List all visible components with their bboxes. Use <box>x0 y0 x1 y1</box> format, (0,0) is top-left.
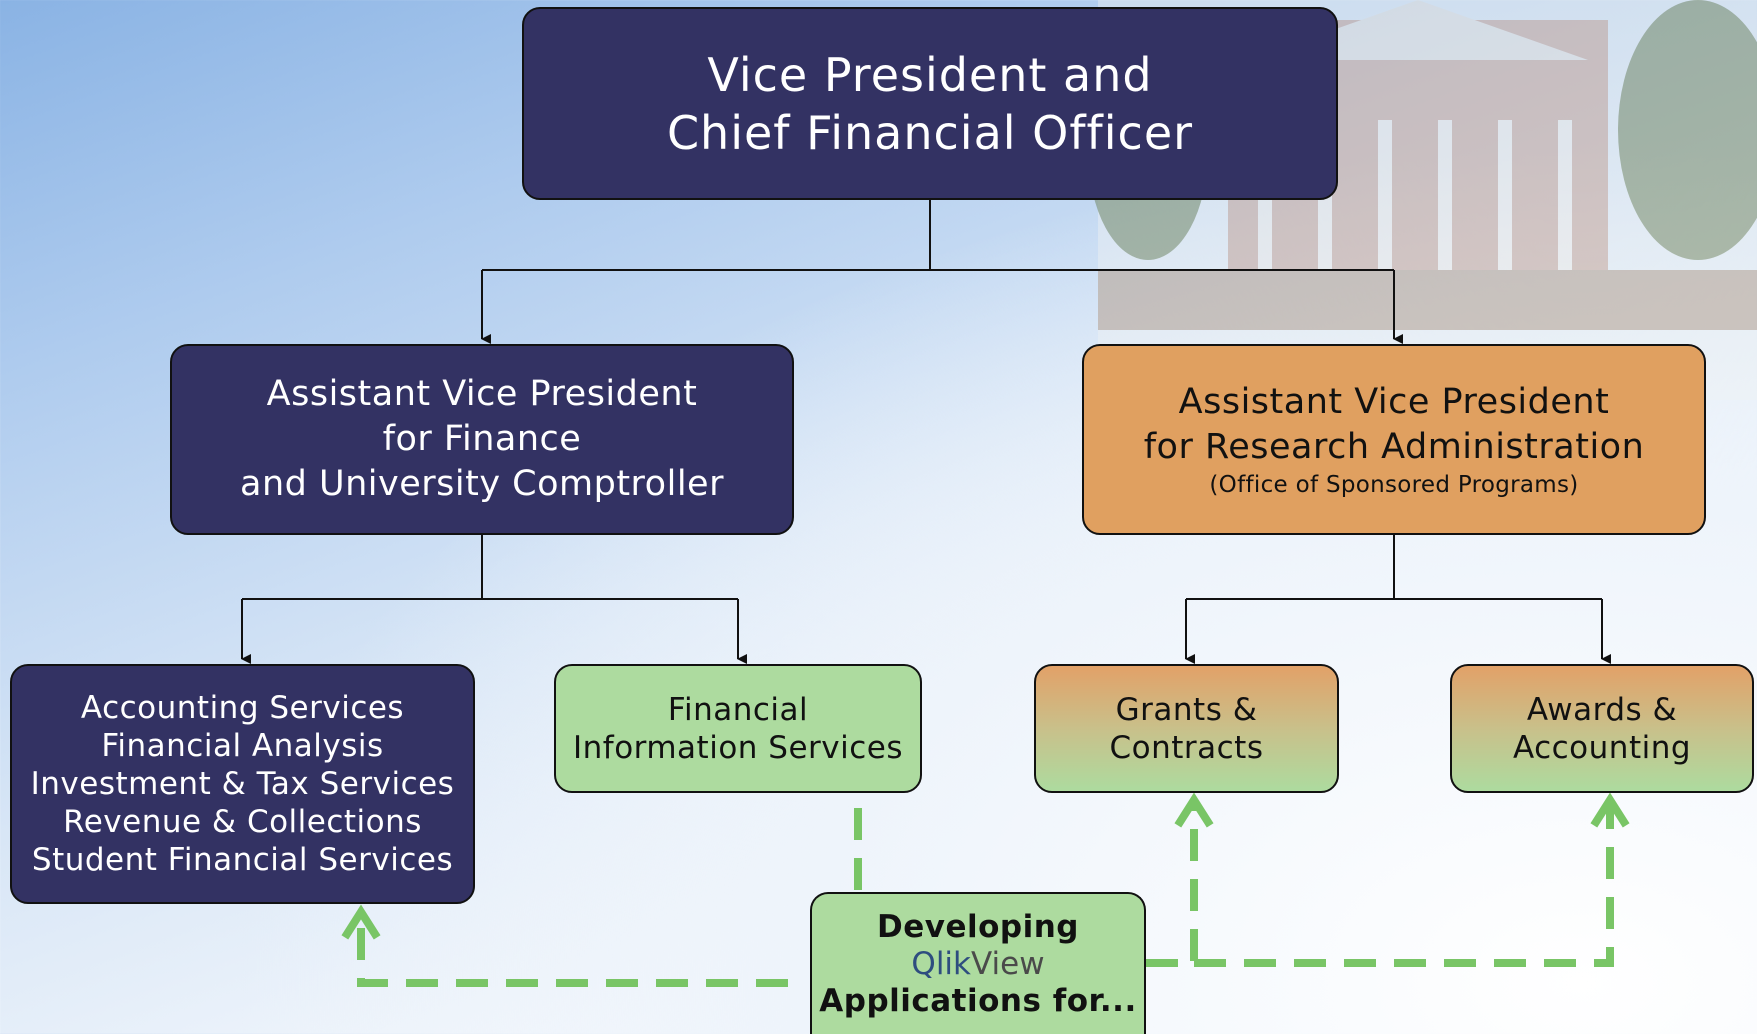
avp-research-box: Assistant Vice President for Research Ad… <box>1082 344 1706 535</box>
vp-cfo-line1: Vice President and <box>707 47 1153 102</box>
view-text: View <box>971 945 1045 982</box>
fis-line1: Financial <box>667 691 809 728</box>
developing-qlikview-box: Developing QlikView Applications for... <box>810 892 1146 1034</box>
accounting-item: Accounting Services <box>80 690 405 726</box>
avp-research-line1: Assistant Vice President <box>1178 381 1610 422</box>
grants-line1: Grants & <box>1115 691 1258 728</box>
grants-line2: Contracts <box>1109 729 1264 766</box>
accounting-item: Financial Analysis <box>101 728 384 764</box>
avp-research-line3: (Office of Sponsored Programs) <box>1209 471 1579 498</box>
grants-contracts-box: Grants & Contracts <box>1034 664 1339 793</box>
fis-line2: Information Services <box>572 729 904 766</box>
accounting-item: Investment & Tax Services <box>30 766 455 802</box>
awards-accounting-box: Awards & Accounting <box>1450 664 1754 793</box>
developing-line1: Developing <box>877 908 1079 945</box>
avp-finance-box: Assistant Vice President for Finance and… <box>170 344 794 535</box>
vp-cfo-box: Vice President and Chief Financial Offic… <box>522 7 1338 200</box>
developing-line3: Applications for... <box>819 982 1137 1019</box>
dashed-arrowheads <box>341 792 1630 940</box>
awards-line1: Awards & <box>1526 691 1678 728</box>
qlikview-logo-text: QlikView <box>911 946 1044 983</box>
avp-finance-line1: Assistant Vice President <box>266 374 698 414</box>
vp-cfo-line2: Chief Financial Officer <box>666 105 1194 160</box>
financial-information-services-box: Financial Information Services <box>554 664 922 793</box>
avp-finance-line3: and University Comptroller <box>240 464 724 504</box>
dashed-arrows <box>357 805 1614 987</box>
awards-line2: Accounting <box>1512 729 1692 766</box>
accounting-item: Student Financial Services <box>31 842 454 878</box>
org-lines <box>241 200 1611 664</box>
avp-finance-line2: for Finance <box>382 419 582 459</box>
accounting-services-box: Accounting Services Financial Analysis I… <box>10 664 475 904</box>
accounting-item: Revenue & Collections <box>63 804 422 840</box>
avp-research-line2: for Research Administration <box>1143 426 1645 467</box>
qlik-text: Qlik <box>911 945 971 982</box>
